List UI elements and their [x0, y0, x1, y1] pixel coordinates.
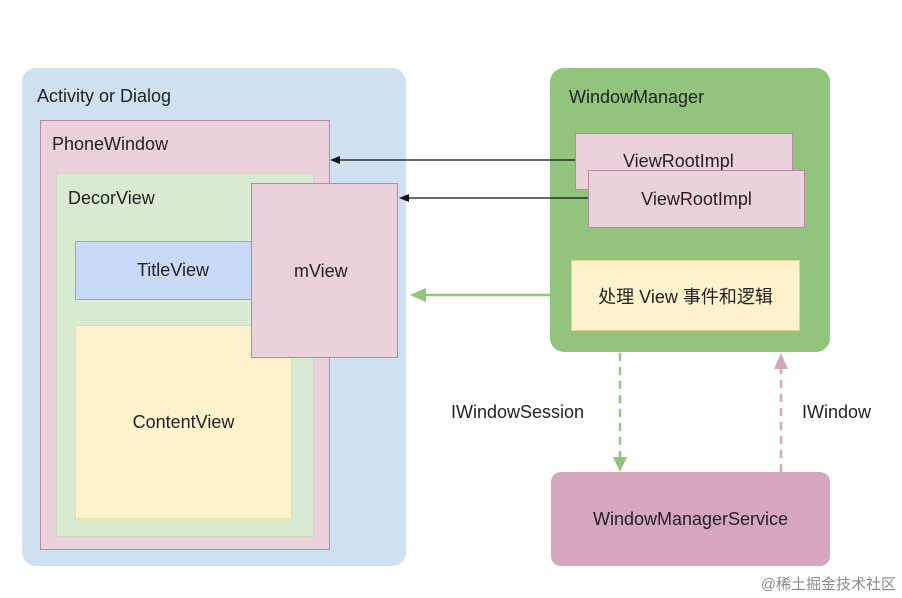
window-manager-label: WindowManager	[569, 87, 705, 107]
view-root-impl-label-back: ViewRootImpl	[623, 151, 734, 171]
iwindow-session-label: IWindowSession	[451, 402, 585, 422]
view-root-impl-label-front: ViewRootImpl	[641, 188, 752, 209]
arrow-viewrootimpl-to-mview	[399, 194, 588, 202]
window-manager-service-box: WindowManagerService	[551, 472, 830, 566]
watermark: @稀土掘金技术社区	[760, 576, 896, 593]
iwindow-label: IWindow	[802, 402, 872, 422]
view-event-logic-box: 处理 View 事件和逻辑	[571, 260, 800, 331]
arrow-iwindow	[774, 353, 788, 472]
title-view-label: TitleView	[136, 260, 210, 280]
arrow-viewrootimpl-to-phonewindow	[330, 156, 575, 164]
content-view-label: ContentView	[132, 411, 235, 432]
decor-view-label: DecorView	[68, 188, 155, 208]
arrow-handler-to-mview	[410, 288, 550, 302]
m-view-box	[251, 183, 398, 358]
activity-or-dialog-label: Activity or Dialog	[37, 86, 172, 106]
view-event-logic-label: 处理 View 事件和逻辑	[598, 286, 773, 307]
view-root-impl-box-front: ViewRootImpl	[588, 170, 805, 228]
window-manager-service-label: WindowManagerService	[592, 508, 789, 529]
m-view-label: mView	[294, 261, 348, 281]
phone-window-label: PhoneWindow	[52, 134, 169, 154]
title-view-box: TitleView	[75, 241, 271, 300]
arrow-iwindow-session	[613, 353, 627, 472]
